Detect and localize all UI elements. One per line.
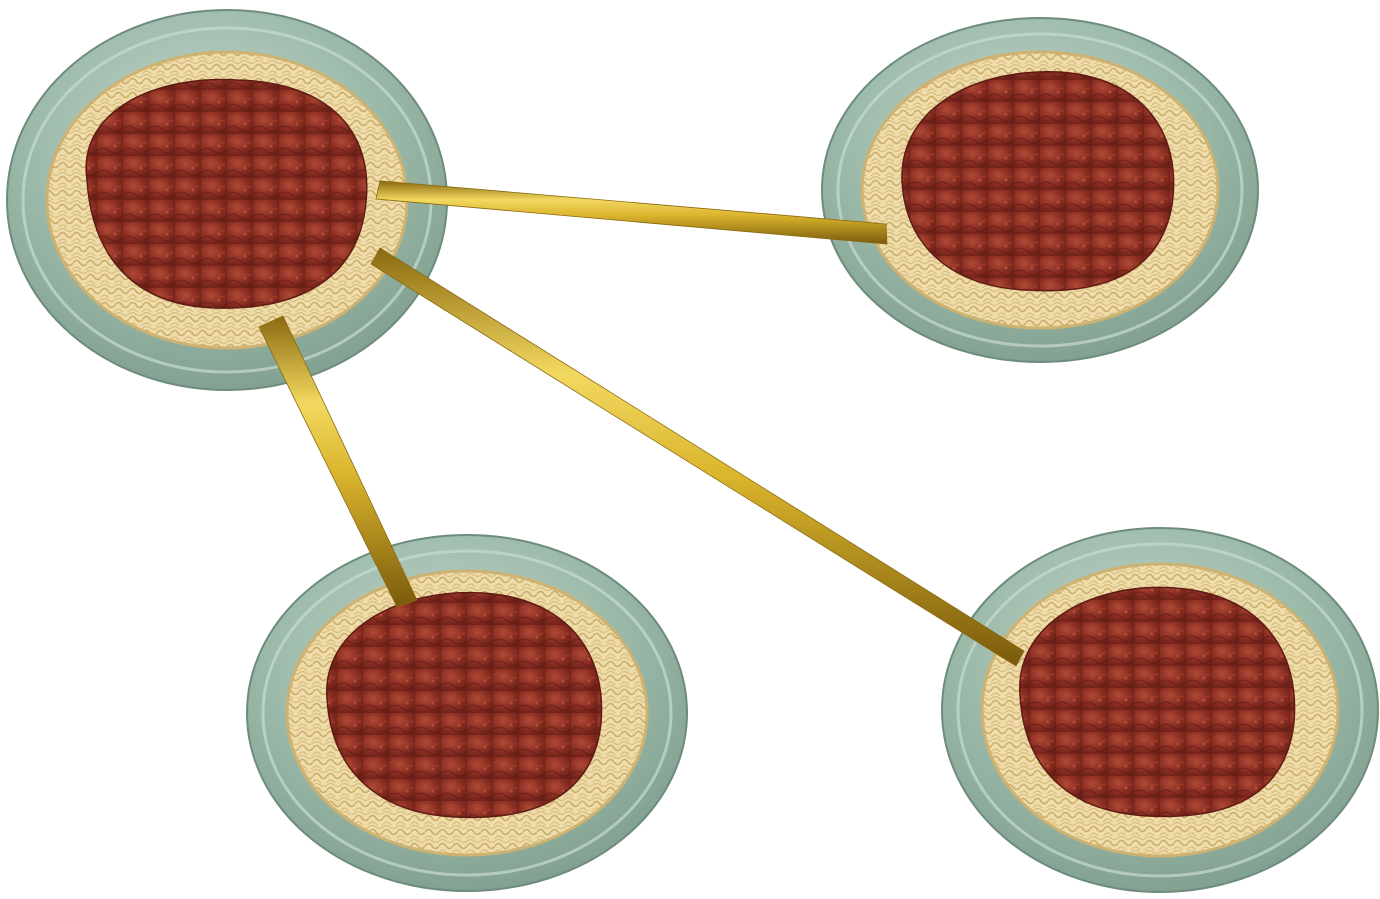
sauce-icon	[902, 72, 1174, 291]
plate-bottom-right	[942, 528, 1378, 892]
plate-top-left	[7, 10, 447, 390]
sauce-icon	[327, 593, 602, 818]
sauce-icon	[1020, 587, 1295, 816]
pasta-strand-top-left-to-top-right	[376, 181, 887, 244]
plate-top-right	[822, 18, 1258, 362]
plate-bottom-left	[247, 535, 687, 891]
sauce-icon	[86, 80, 367, 309]
